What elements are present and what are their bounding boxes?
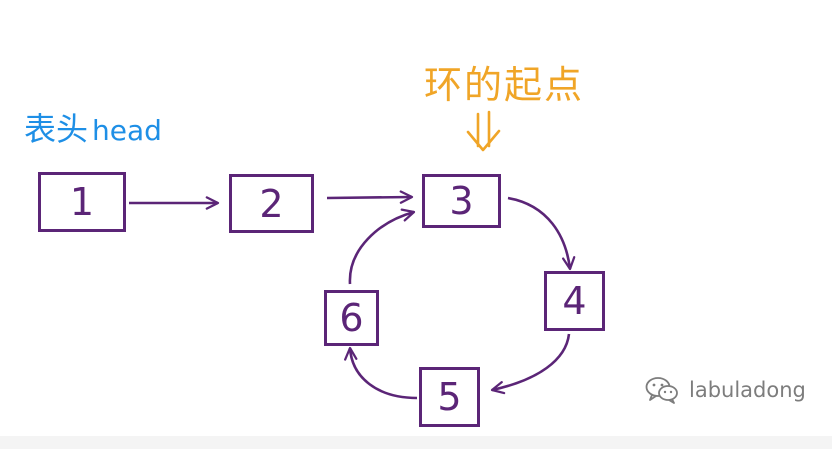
edge-2-to-3 — [326, 190, 414, 204]
wechat-icon — [645, 377, 678, 404]
head-label-en: head — [92, 114, 162, 147]
cycle-start-pointer-icon — [466, 110, 501, 152]
node-value: 2 — [259, 181, 284, 226]
edge-6-to-3 — [348, 208, 416, 285]
list-node-6: 6 — [324, 290, 379, 346]
list-node-1: 1 — [38, 172, 126, 232]
edge-4-to-5 — [490, 333, 571, 395]
node-value: 3 — [449, 179, 474, 223]
head-label-cn: 表头 — [24, 110, 89, 148]
list-node-4: 4 — [544, 271, 605, 331]
bottom-margin — [0, 436, 832, 449]
edge-5-to-6 — [344, 346, 418, 400]
node-value: 1 — [69, 180, 95, 224]
watermark: labuladong — [645, 376, 806, 404]
list-node-2: 2 — [229, 174, 314, 233]
edge-3-to-4 — [507, 196, 576, 271]
cycle-start-label: 环的起点 — [424, 63, 585, 107]
list-node-3-cycle-start: 3 — [422, 174, 501, 228]
node-value: 5 — [437, 375, 462, 419]
list-node-5: 5 — [419, 367, 480, 427]
node-value: 4 — [562, 279, 587, 323]
watermark-text: labuladong — [689, 378, 806, 402]
node-value: 6 — [339, 296, 364, 340]
